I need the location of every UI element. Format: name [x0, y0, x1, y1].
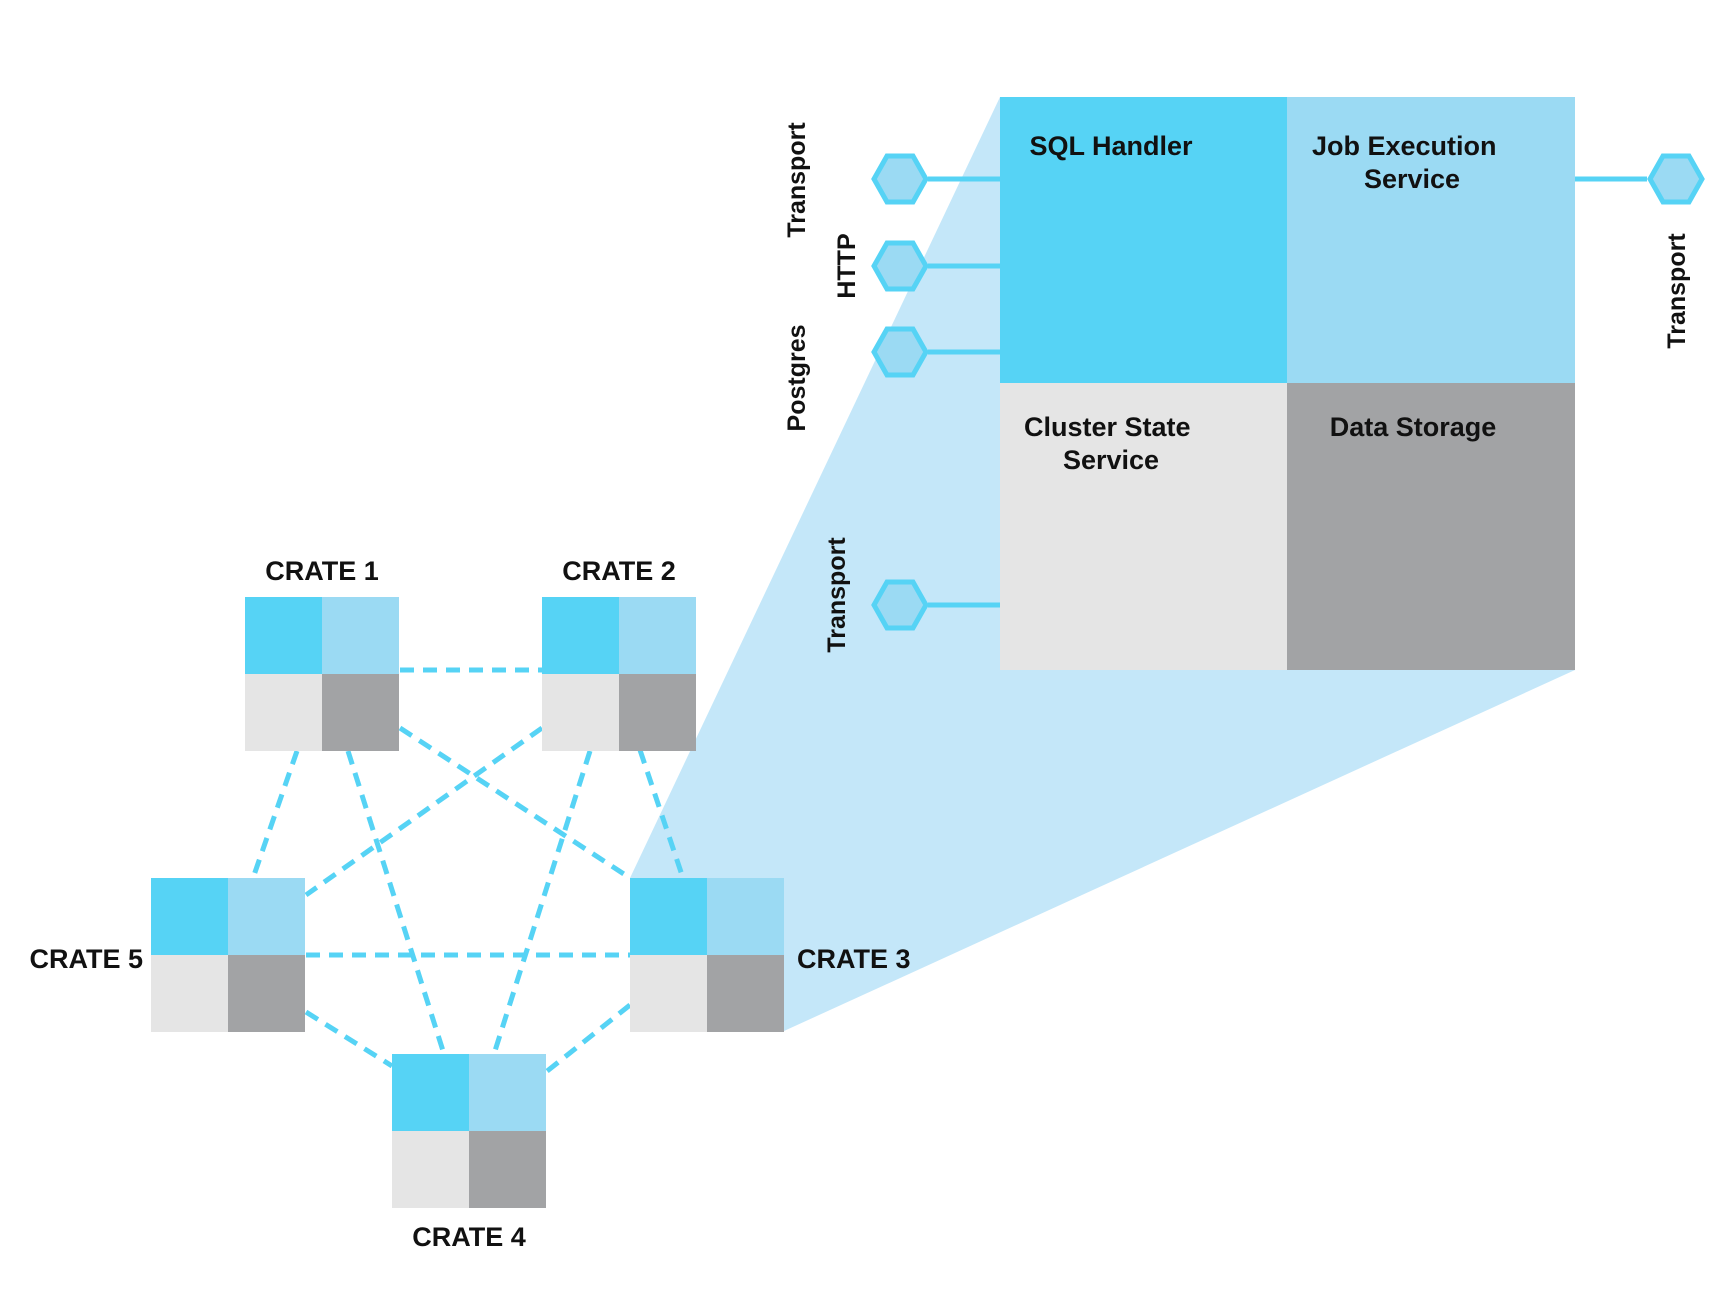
- link-crate2-crate4: [491, 750, 593, 1055]
- crate-node-2: CRATE 2: [542, 556, 696, 751]
- sql-handler-cell: [392, 1054, 469, 1131]
- sql-handler-cell: [151, 878, 228, 955]
- ports: [871, 153, 1705, 631]
- job-execution-cell: [322, 597, 399, 674]
- port-label-postgres: Postgres: [783, 325, 811, 432]
- zoomed-node: SQL Handler Job Execution Service Cluste…: [1000, 97, 1575, 670]
- mesh-links: [250, 667, 686, 1074]
- crate-label: CRATE 5: [29, 944, 143, 974]
- sql-handler-cell: [245, 597, 322, 674]
- cluster-state-block: [1000, 383, 1287, 670]
- sql-handler-cell: [630, 878, 707, 955]
- port-label-http: HTTP: [833, 233, 861, 298]
- crate-node-4: CRATE 4: [392, 1054, 546, 1252]
- job-execution-cell: [469, 1054, 546, 1131]
- crate-node-3: CRATE 3: [630, 878, 911, 1032]
- hexagon-port-icon: [871, 326, 929, 378]
- crate-node-1: CRATE 1: [245, 556, 399, 751]
- crate-label: CRATE 3: [797, 944, 911, 974]
- cluster-state-cell: [392, 1131, 469, 1208]
- sql-handler-label: SQL Handler: [1029, 131, 1193, 161]
- hexagon-port-icon: [871, 579, 929, 631]
- crate-node-5: CRATE 5: [29, 878, 305, 1032]
- link-crate3-crate4: [544, 1003, 632, 1074]
- sql-handler-cell: [542, 597, 619, 674]
- job-execution-cell: [619, 597, 696, 674]
- data-storage-cell: [322, 674, 399, 751]
- link-crate4-crate5: [304, 1009, 394, 1069]
- cluster-state-cell: [542, 674, 619, 751]
- cluster-state-cell: [151, 955, 228, 1032]
- job-execution-label: Job Execution Service: [1312, 131, 1504, 194]
- crate-label: CRATE 4: [412, 1222, 526, 1252]
- hexagon-port-icon: [1647, 153, 1705, 205]
- cluster-state-cell: [245, 674, 322, 751]
- data-storage-label: Data Storage: [1330, 412, 1497, 442]
- link-crate2-crate5: [304, 725, 544, 898]
- hexagon-port-icon: [871, 240, 929, 292]
- crate-label: CRATE 2: [562, 556, 676, 586]
- cluster-state-cell: [630, 955, 707, 1032]
- data-storage-cell: [469, 1131, 546, 1208]
- port-label-transport: Transport: [783, 122, 811, 238]
- link-crate1-crate4: [345, 750, 447, 1055]
- job-execution-block: [1287, 97, 1575, 383]
- data-storage-cell: [707, 955, 784, 1032]
- crate-label: CRATE 1: [265, 556, 379, 586]
- job-execution-cell: [228, 878, 305, 955]
- port-label-transport-cluster: Transport: [823, 537, 851, 653]
- cluster-state-label: Cluster State Service: [1024, 412, 1198, 475]
- data-storage-cell: [619, 674, 696, 751]
- data-storage-block: [1287, 383, 1575, 670]
- job-execution-cell: [707, 878, 784, 955]
- sql-handler-block: [1000, 97, 1287, 383]
- hexagon-port-icon: [871, 153, 929, 205]
- link-crate1-crate5: [250, 750, 300, 879]
- data-storage-cell: [228, 955, 305, 1032]
- port-label-transport-job: Transport: [1663, 233, 1691, 349]
- crate-nodes: CRATE 1 CRATE 2 CRATE 3 CRATE 4 CRATE 5: [29, 556, 910, 1252]
